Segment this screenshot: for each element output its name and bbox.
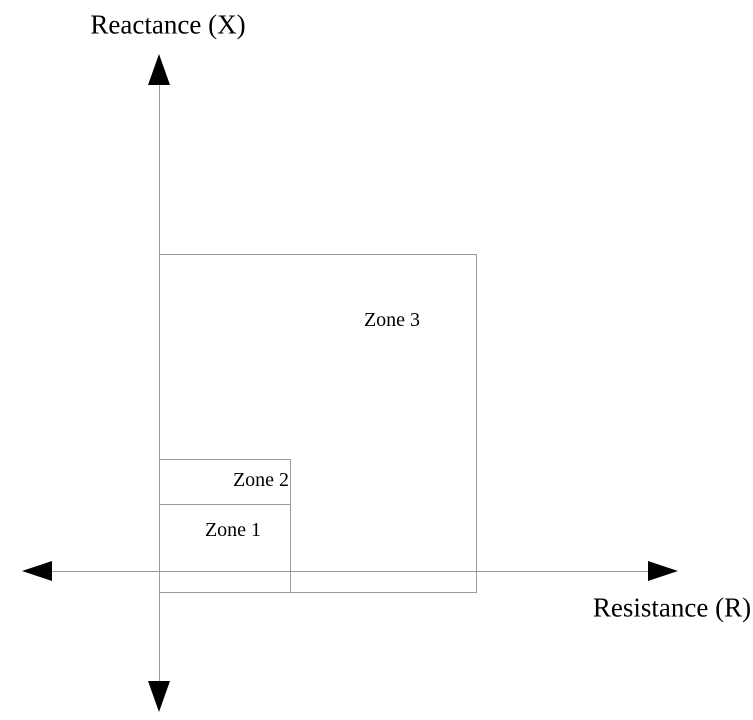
x-axis-label: Resistance (R) [592, 592, 752, 623]
zone1-rect [159, 504, 291, 593]
zone2-rect [159, 459, 291, 505]
y-axis-label: Reactance (X) [90, 9, 246, 40]
zone1-label: Zone 1 [204, 519, 262, 541]
arrowhead-down-icon [148, 681, 170, 712]
zone3-label: Zone 3 [363, 309, 421, 331]
arrowhead-left-icon [22, 561, 52, 581]
arrowhead-right-icon [648, 561, 678, 581]
zone2-label: Zone 2 [232, 469, 290, 491]
arrowhead-up-icon [148, 54, 170, 85]
zone3-rect [159, 254, 477, 593]
resistance-axis-line [50, 571, 648, 572]
